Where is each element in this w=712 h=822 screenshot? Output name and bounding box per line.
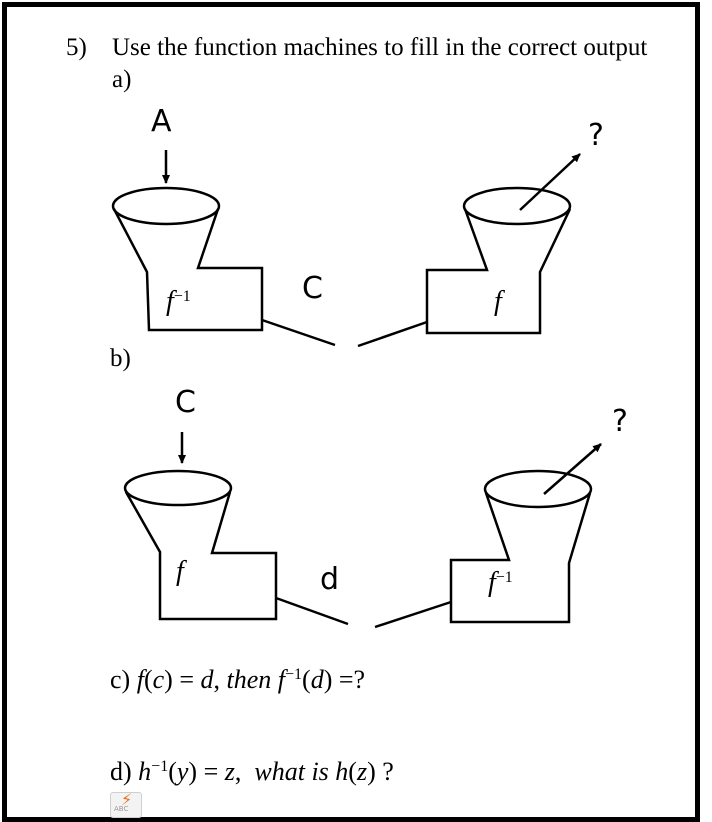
part-a-input-label: A <box>151 104 172 139</box>
part-d-equation: d) h−1(y) = z, what is h(z) ? <box>110 757 394 786</box>
part-a-label: a) <box>112 66 132 93</box>
part-c-label: c) <box>110 665 131 694</box>
part-c-equation: c) f(c) = d, then f−1(d) =? <box>110 665 366 694</box>
part-a-output-label: ? <box>588 118 604 153</box>
part-b-label: b) <box>110 345 131 372</box>
part-b-between-label: d <box>320 562 340 597</box>
question-prompt: Use the function machines to fill in the… <box>112 34 648 61</box>
part-b-input-label: C <box>175 385 196 420</box>
part-b-machine2-label: f−1 <box>488 567 513 598</box>
spell-check-icon[interactable]: ⚡ ABC <box>110 790 142 818</box>
part-b-output-label: ? <box>612 404 628 439</box>
part-a-machine2-label: f <box>494 286 502 317</box>
part-a-machine1-label: f−1 <box>166 286 191 317</box>
part-b-machine1 <box>123 432 349 626</box>
part-a-machine1 <box>111 150 336 347</box>
question-number: 5) <box>66 34 87 61</box>
part-b-machine1-label: f <box>176 556 184 587</box>
part-a-between-label: C <box>302 271 323 306</box>
worksheet-frame <box>2 2 700 822</box>
part-d-label: d) <box>110 757 132 786</box>
part-a-machine2 <box>357 153 581 348</box>
part-b-machine2 <box>374 443 602 629</box>
